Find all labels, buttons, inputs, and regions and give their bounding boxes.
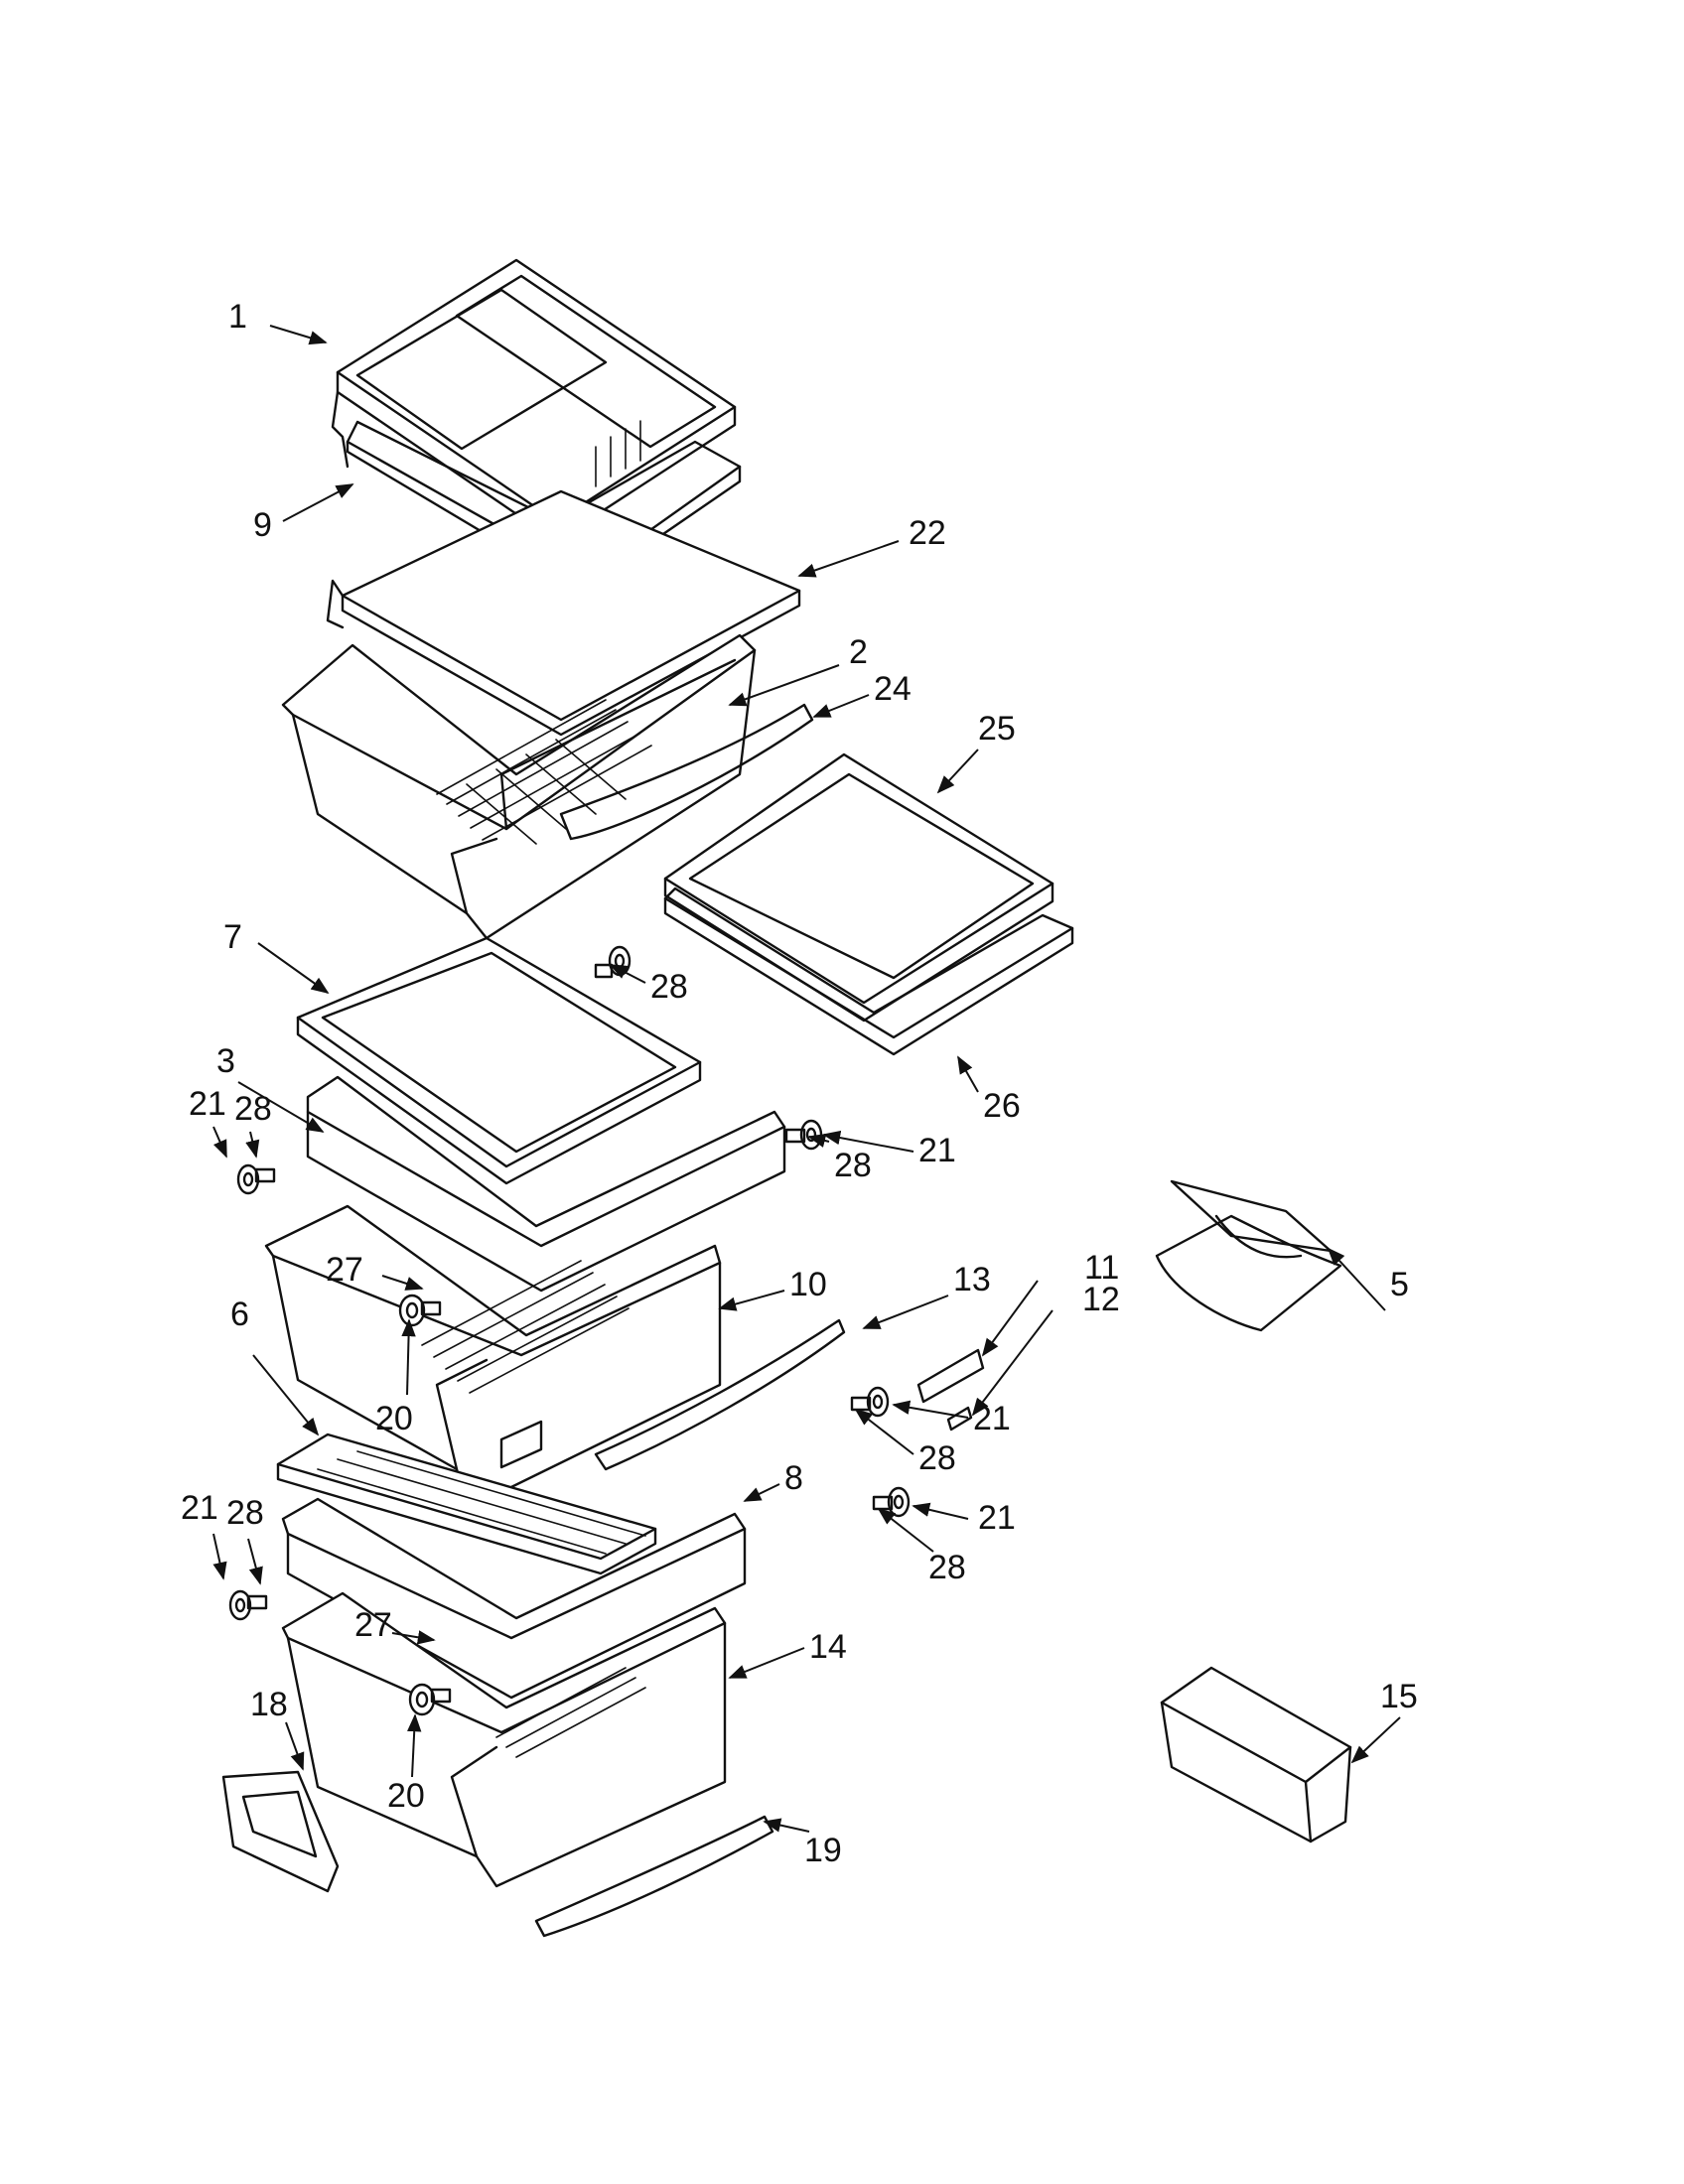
callout-27a: 27 bbox=[326, 1251, 363, 1289]
callout-22: 22 bbox=[909, 514, 946, 552]
callout-21e: 21 bbox=[978, 1499, 1016, 1537]
callout-24: 24 bbox=[874, 670, 912, 708]
callout-21a: 21 bbox=[189, 1085, 226, 1123]
callout-18: 18 bbox=[250, 1686, 288, 1723]
part-24-cover-strip bbox=[559, 703, 814, 841]
part-14-bottom-drawer bbox=[281, 1591, 727, 1888]
part-26-shelf-frame bbox=[663, 887, 1074, 1056]
callout-labels: 1 9 22 2 24 25 7 28 3 21 28 21 28 26 27 … bbox=[181, 298, 1418, 1869]
callout-7: 7 bbox=[223, 918, 242, 956]
callout-21d: 21 bbox=[181, 1489, 218, 1527]
part-25-glass-shelf bbox=[663, 752, 1054, 1023]
callout-5: 5 bbox=[1390, 1266, 1409, 1303]
callout-28b: 28 bbox=[234, 1090, 272, 1128]
callout-28e: 28 bbox=[226, 1494, 264, 1532]
part-12-control-knob bbox=[946, 1406, 973, 1432]
callout-12: 12 bbox=[1082, 1281, 1120, 1318]
part-22-glass-shelf bbox=[326, 489, 801, 737]
part-11-control-slide bbox=[916, 1348, 985, 1404]
part-15-door-bin bbox=[1160, 1666, 1352, 1843]
roller-21-lower-left bbox=[228, 1589, 268, 1621]
callout-21b: 21 bbox=[918, 1132, 956, 1169]
callout-20a: 20 bbox=[375, 1400, 413, 1437]
leader-lines bbox=[212, 325, 1401, 1833]
roller-21-lower-right bbox=[872, 1486, 911, 1518]
callout-14: 14 bbox=[809, 1628, 847, 1666]
callout-25: 25 bbox=[978, 710, 1016, 748]
part-13-cover-strip bbox=[594, 1318, 846, 1471]
callout-15: 15 bbox=[1380, 1678, 1418, 1715]
callout-28f: 28 bbox=[928, 1549, 966, 1586]
roller-21-upper-right bbox=[784, 1119, 823, 1151]
callout-3: 3 bbox=[216, 1042, 235, 1080]
callout-10: 10 bbox=[789, 1266, 827, 1303]
clip-20-lower bbox=[408, 1683, 452, 1716]
part-5-door-bin bbox=[1155, 1179, 1342, 1332]
callout-2: 2 bbox=[849, 633, 868, 671]
part-2-crisper-drawer bbox=[281, 633, 757, 940]
part-19-cover-strip bbox=[534, 1815, 774, 1938]
callout-8: 8 bbox=[784, 1459, 803, 1497]
callout-20b: 20 bbox=[387, 1777, 425, 1815]
callout-6: 6 bbox=[230, 1296, 249, 1333]
callout-13: 13 bbox=[953, 1261, 991, 1298]
part-18-label-frame bbox=[221, 1770, 340, 1893]
callout-28c: 28 bbox=[834, 1147, 872, 1184]
part-8-shelf-frame bbox=[281, 1497, 747, 1700]
callout-27b: 27 bbox=[354, 1606, 392, 1644]
callout-26: 26 bbox=[983, 1087, 1021, 1125]
part-6-glass-shelf bbox=[276, 1433, 657, 1575]
part-3-shelf-frame bbox=[306, 1075, 786, 1293]
callout-28a: 28 bbox=[650, 968, 688, 1006]
roller-21-upper-left bbox=[236, 1163, 276, 1195]
part-1-split-shelf bbox=[331, 258, 737, 543]
callout-1: 1 bbox=[228, 298, 247, 336]
callout-19: 19 bbox=[804, 1832, 842, 1869]
callout-9: 9 bbox=[253, 506, 272, 544]
part-7-glass-shelf bbox=[296, 936, 702, 1185]
callout-28d: 28 bbox=[918, 1439, 956, 1477]
callout-11: 11 bbox=[1084, 1249, 1119, 1287]
callout-21c: 21 bbox=[973, 1400, 1011, 1437]
